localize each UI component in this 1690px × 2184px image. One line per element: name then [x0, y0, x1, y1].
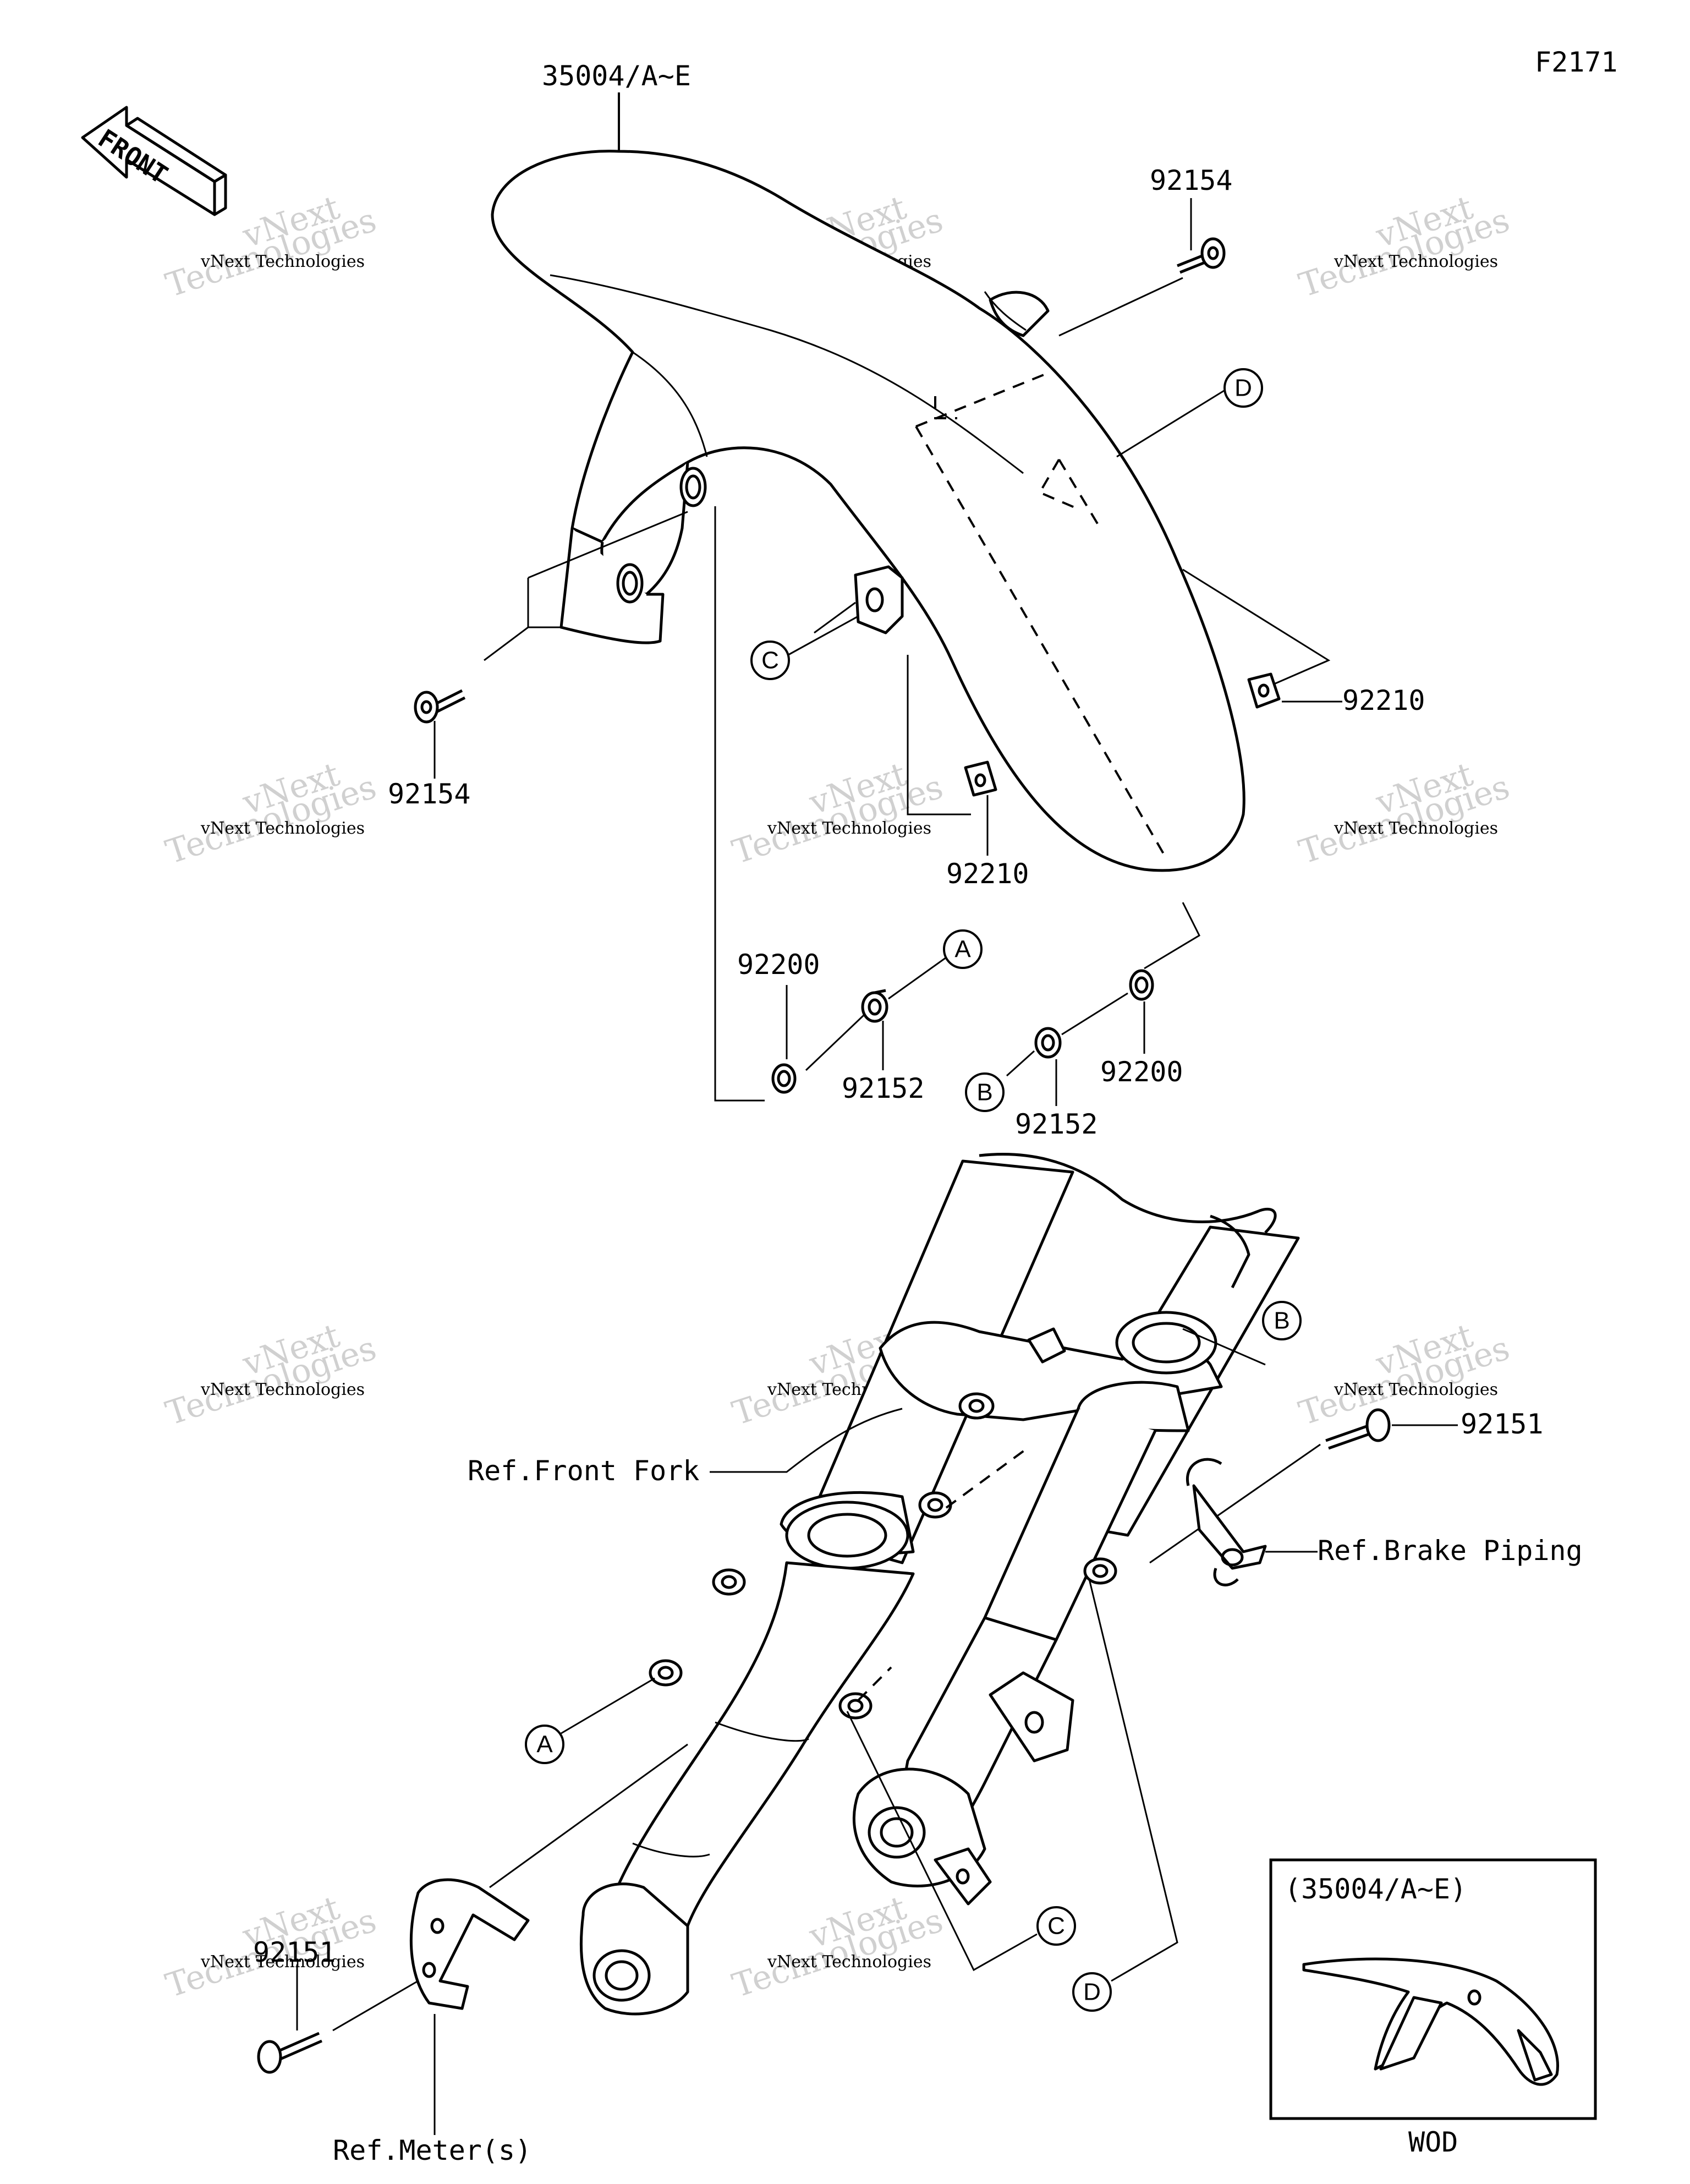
svg-text:D: D — [1083, 1979, 1101, 2006]
label-bolt-92151-upper: 92151 — [1461, 1408, 1544, 1440]
watermark: vNext Technologies vNext Technologies — [161, 188, 381, 305]
watermark: vNext Technologies vNext Technologies — [728, 755, 947, 872]
label-screw-92154-left: 92154 — [388, 778, 471, 810]
callout-c-upper: C — [750, 641, 790, 680]
front-fork-assembly — [579, 1153, 1300, 2016]
label-fender-35004: 35004/A~E — [542, 60, 691, 92]
nut-92210-center — [964, 760, 997, 797]
watermark: vNext Technologies vNext Technologies — [161, 1316, 381, 1433]
front-fender — [491, 150, 1245, 872]
svg-text:vNext Technologies: vNext Technologies — [767, 819, 931, 838]
callout-a-lower: A — [525, 1725, 564, 1764]
label-nut-92210-center: 92210 — [946, 858, 1029, 890]
watermark: vNext Technologies vNext Technologies — [161, 755, 381, 872]
callout-a-upper: A — [943, 929, 983, 969]
svg-text:vNext Technologies: vNext Technologies — [1334, 252, 1498, 271]
callout-b-lower: B — [1262, 1301, 1302, 1340]
nut-92210-right — [1247, 672, 1281, 709]
label-ref-front-fork: Ref.Front Fork — [468, 1455, 699, 1487]
svg-text:vNext Technologies: vNext Technologies — [767, 1952, 931, 1972]
svg-text:vNext Technologies: vNext Technologies — [200, 1952, 365, 1972]
callout-b-upper: B — [965, 1072, 1005, 1112]
label-collar-92152-left: 92152 — [842, 1072, 925, 1104]
svg-text:vNext Technologies: vNext Technologies — [1334, 819, 1498, 838]
svg-text:C: C — [1047, 1913, 1065, 1940]
brake-piping-clamp — [1186, 1458, 1267, 1586]
watermark: vNext Technologies vNext Technologies — [1294, 755, 1514, 872]
inset-box: (35004/A~E) — [1269, 1858, 1597, 2120]
label-ref-brake-piping: Ref.Brake Piping — [1318, 1535, 1583, 1567]
svg-text:vNext Technologies: vNext Technologies — [200, 252, 365, 271]
label-collar-92152-right: 92152 — [1015, 1108, 1098, 1140]
svg-text:A: A — [536, 1731, 553, 1758]
label-screw-92154-upper: 92154 — [1150, 165, 1233, 196]
front-arrow-icon: FRONT — [81, 106, 227, 216]
washer-92200-left — [771, 1063, 797, 1094]
svg-text:D: D — [1234, 375, 1252, 402]
inset-fender — [1302, 1957, 1559, 2086]
screw-92154-left — [414, 689, 466, 724]
watermark: vNext Technologies vNext Technologies — [1294, 188, 1514, 305]
bolt-92151-lower — [257, 2032, 323, 2074]
screw-92154-upper — [1177, 237, 1226, 274]
inset-caption: WOD — [1408, 2126, 1458, 2158]
label-washer-92200-right: 92200 — [1100, 1056, 1183, 1088]
watermark: vNext Technologies vNext Technologies — [728, 1889, 947, 2005]
label-nut-92210-right: 92210 — [1342, 685, 1425, 716]
callout-d-lower: D — [1072, 1972, 1112, 2012]
washer-92200-right — [1129, 969, 1154, 1001]
svg-text:B: B — [976, 1079, 992, 1106]
label-bolt-92151-lower: 92151 — [253, 1936, 336, 1968]
bolt-92151-upper — [1325, 1408, 1391, 1450]
collar-92152-left — [861, 989, 888, 1023]
svg-text:B: B — [1274, 1307, 1290, 1334]
callout-c-lower: C — [1036, 1906, 1076, 1946]
svg-text:A: A — [954, 936, 971, 963]
figure-code: F2171 — [1535, 46, 1618, 78]
meter-bracket — [409, 1878, 530, 2010]
callout-d-upper: D — [1223, 368, 1263, 408]
svg-text:vNext Technologies: vNext Technologies — [1334, 1380, 1498, 1399]
svg-text:vNext Technologies: vNext Technologies — [200, 1380, 365, 1399]
svg-text:vNext Technologies: vNext Technologies — [200, 819, 365, 838]
label-ref-meter: Ref.Meter(s) — [333, 2134, 531, 2166]
collar-92152-right — [1034, 1027, 1062, 1059]
label-washer-92200-left: 92200 — [737, 949, 820, 981]
svg-text:C: C — [761, 647, 779, 674]
inset-title: (35004/A~E) — [1285, 1873, 1467, 1905]
